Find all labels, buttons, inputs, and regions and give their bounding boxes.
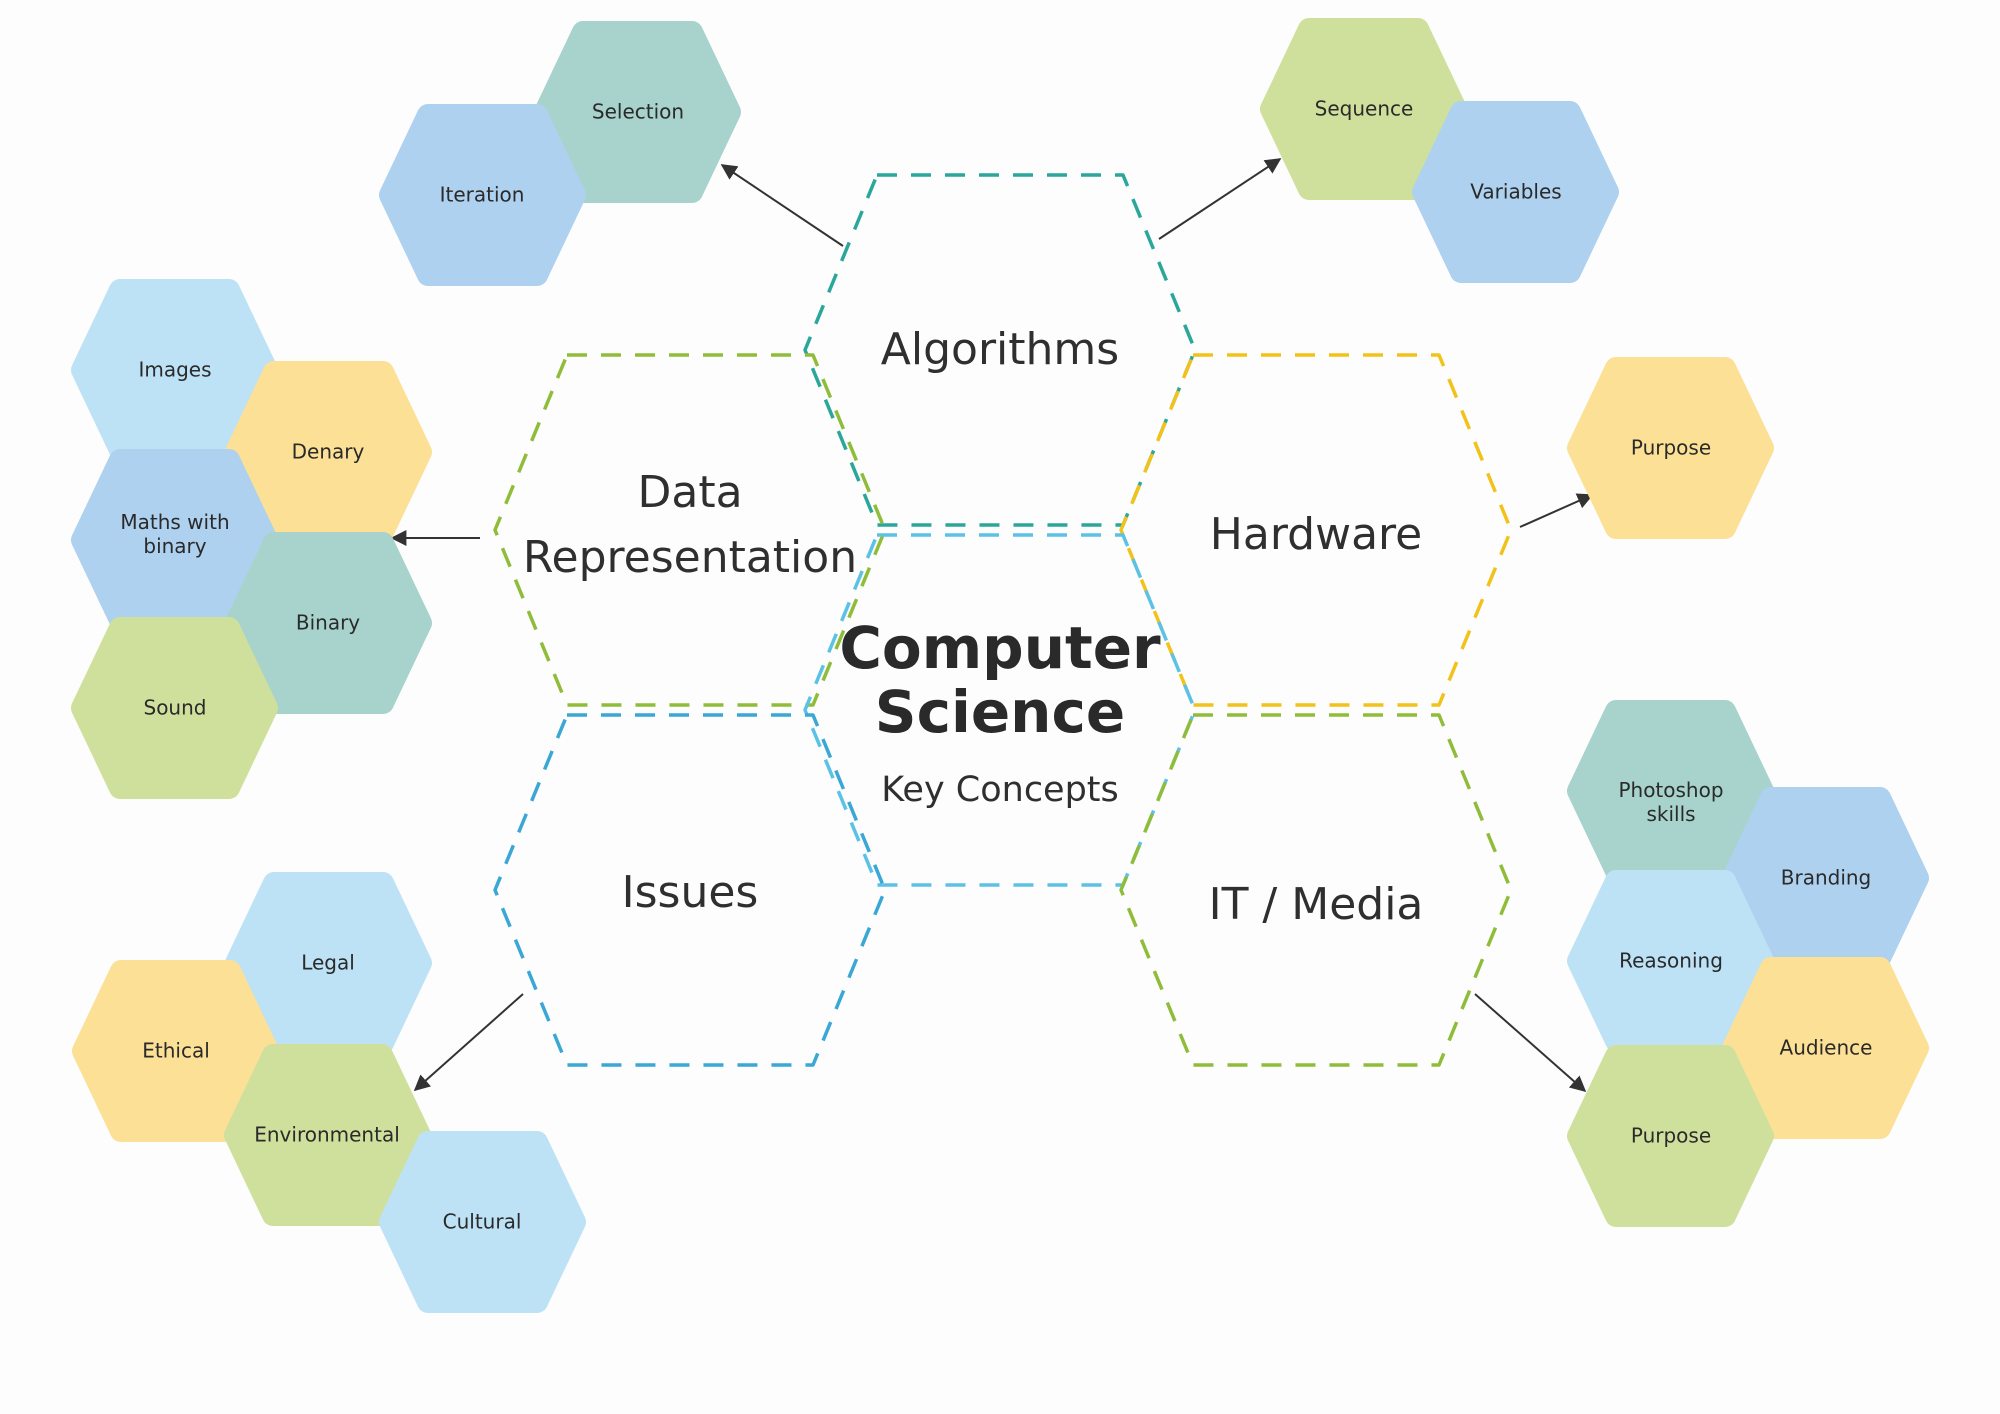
selection-label: Selection bbox=[592, 100, 684, 124]
images-label: Images bbox=[138, 358, 211, 382]
arrow-hardware bbox=[1519, 493, 1594, 528]
iteration-hexagon bbox=[379, 104, 586, 286]
arrows bbox=[390, 158, 1594, 1093]
center-title-line1: Computer bbox=[839, 614, 1161, 682]
arrow-it-media bbox=[1474, 993, 1587, 1093]
sound-label: Sound bbox=[144, 696, 207, 720]
algorithms-subtopics: Selection Iteration Sequence Variables bbox=[379, 18, 1619, 286]
maths-with-binary-text-box: Maths with binary bbox=[120, 510, 230, 558]
audience-label: Audience bbox=[1780, 1036, 1873, 1060]
hardware-label: Hardware bbox=[1210, 509, 1422, 560]
issues-label: Issues bbox=[622, 867, 759, 918]
hardware-purpose-label: Purpose bbox=[1631, 436, 1711, 460]
center-subtitle: Key Concepts bbox=[881, 770, 1119, 810]
data-representation-label-line1: Data bbox=[637, 467, 742, 518]
it-media-hexagon bbox=[1119, 713, 1513, 1067]
photoshop-skills-label: Photoshop skills bbox=[1618, 778, 1724, 826]
cultural-label: Cultural bbox=[443, 1210, 522, 1234]
main-hexagons bbox=[493, 173, 1513, 1067]
audience-hexagon bbox=[1722, 957, 1929, 1139]
data-representation-label-line2: Representation bbox=[523, 532, 857, 583]
it-media-purpose-label: Purpose bbox=[1631, 1124, 1711, 1148]
arrow-algorithms-left bbox=[720, 164, 844, 247]
variables-label: Variables bbox=[1470, 180, 1561, 204]
legal-label: Legal bbox=[301, 951, 355, 975]
iteration-label: Iteration bbox=[440, 183, 525, 207]
algorithms-label: Algorithms bbox=[881, 324, 1119, 375]
environmental-label: Environmental bbox=[254, 1123, 400, 1147]
hardware-subtopics: Purpose bbox=[1567, 357, 1774, 539]
sequence-label: Sequence bbox=[1315, 97, 1414, 121]
maths-with-binary-label: Maths with binary bbox=[120, 510, 230, 558]
reasoning-label: Reasoning bbox=[1619, 949, 1723, 973]
photoshop-skills-text-box: Photoshop skills bbox=[1618, 778, 1724, 826]
data-representation-subtopics: Images Denary Maths with binary Binary S… bbox=[71, 279, 432, 799]
variables-hexagon bbox=[1412, 101, 1619, 283]
hardware-purpose-hexagon bbox=[1567, 357, 1774, 539]
branding-label: Branding bbox=[1781, 866, 1872, 890]
denary-label: Denary bbox=[292, 440, 365, 464]
arrow-issues bbox=[413, 993, 524, 1092]
data-representation-hexagon bbox=[493, 353, 887, 707]
sound-hexagon bbox=[71, 617, 278, 799]
issues-subtopics: Legal Ethical Environmental Cultural bbox=[72, 872, 586, 1313]
cultural-hexagon bbox=[379, 1131, 586, 1313]
center-title-line2: Science bbox=[875, 678, 1125, 746]
it-media-purpose-hexagon bbox=[1567, 1045, 1774, 1227]
it-media-subtopics: Photoshop skills Branding Reasoning Audi… bbox=[1567, 700, 1929, 1227]
ethical-label: Ethical bbox=[142, 1039, 210, 1063]
it-media-label: IT / Media bbox=[1209, 879, 1424, 930]
issues-hexagon bbox=[493, 713, 887, 1067]
arrow-algorithms-right bbox=[1158, 158, 1282, 240]
hardware-hexagon bbox=[1119, 353, 1513, 707]
binary-label: Binary bbox=[296, 611, 360, 635]
